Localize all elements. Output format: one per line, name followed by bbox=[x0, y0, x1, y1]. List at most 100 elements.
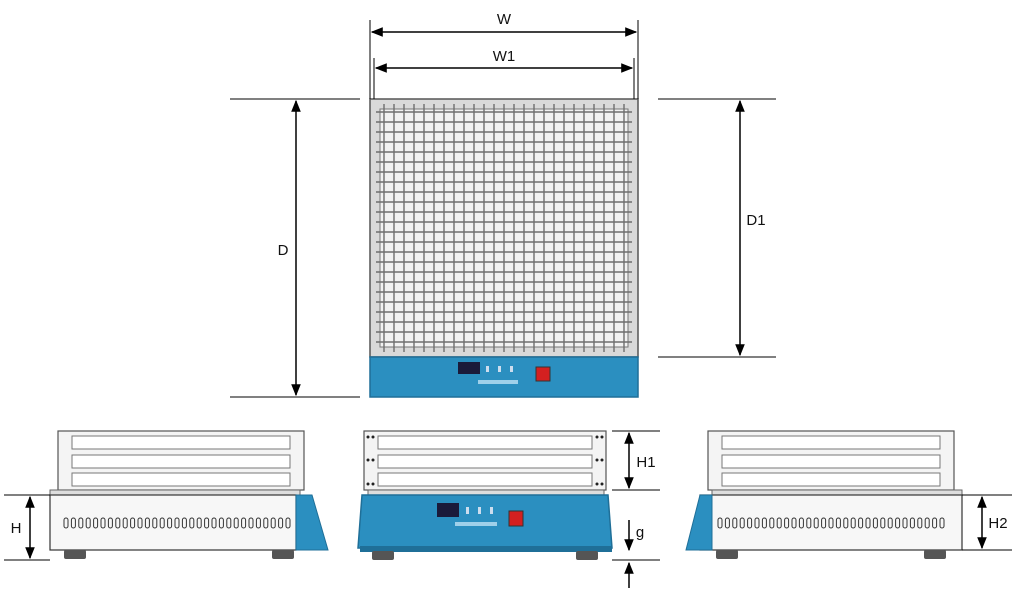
vent-slot bbox=[739, 517, 745, 529]
vent-slot bbox=[278, 517, 284, 529]
front-control-indicator bbox=[490, 507, 493, 514]
right-tray-slot bbox=[721, 454, 941, 469]
vent-slot bbox=[902, 517, 908, 529]
front-power-switch bbox=[508, 510, 524, 527]
front-control-indicator bbox=[478, 507, 481, 514]
g-label: g bbox=[636, 524, 644, 541]
vent-slot bbox=[226, 517, 232, 529]
vent-slot bbox=[144, 517, 150, 529]
vent-slot bbox=[189, 517, 195, 529]
left-base-end-panel bbox=[295, 494, 329, 551]
vent-slot bbox=[806, 517, 812, 529]
vent-slot bbox=[858, 517, 864, 529]
vent-slot bbox=[241, 517, 247, 529]
top-control-indicator bbox=[498, 366, 501, 372]
front-foot-right bbox=[576, 551, 598, 560]
top-control-strip bbox=[478, 380, 518, 384]
vent-slot bbox=[130, 517, 136, 529]
top-base bbox=[369, 356, 639, 398]
rack-screw bbox=[595, 458, 599, 462]
top-control-indicator bbox=[510, 366, 513, 372]
h-label: H bbox=[11, 520, 22, 537]
vent-slot bbox=[115, 517, 121, 529]
vent-slot bbox=[107, 517, 113, 529]
vent-slot bbox=[717, 517, 723, 529]
w-label: W bbox=[497, 11, 512, 28]
vent-slot bbox=[776, 517, 782, 529]
vent-slot bbox=[159, 517, 165, 529]
left-foot bbox=[272, 550, 294, 559]
vent-slot bbox=[181, 517, 187, 529]
h1-label: H1 bbox=[636, 454, 655, 471]
front-tray-slot bbox=[377, 454, 593, 469]
vent-slot bbox=[747, 517, 753, 529]
top-control-display bbox=[458, 362, 480, 374]
vent-slot bbox=[850, 517, 856, 529]
vent-slot bbox=[63, 517, 69, 529]
vent-slot bbox=[761, 517, 767, 529]
top-control-indicator bbox=[486, 366, 489, 372]
left-side-view bbox=[49, 430, 329, 559]
vent-slot bbox=[78, 517, 84, 529]
right-vent-row bbox=[717, 517, 945, 529]
top-tray-grid bbox=[376, 104, 632, 352]
right-side-view bbox=[685, 430, 963, 559]
vent-slot bbox=[204, 517, 210, 529]
right-base-body bbox=[699, 494, 963, 551]
front-base bbox=[357, 494, 613, 549]
vent-slot bbox=[174, 517, 180, 529]
vent-slot bbox=[93, 517, 99, 529]
vent-slot bbox=[939, 517, 945, 529]
d1-label: D1 bbox=[746, 212, 765, 229]
vent-slot bbox=[211, 517, 217, 529]
rack-screw bbox=[366, 482, 370, 486]
vent-slot bbox=[917, 517, 923, 529]
vent-slot bbox=[895, 517, 901, 529]
vent-slot bbox=[167, 517, 173, 529]
vent-slot bbox=[798, 517, 804, 529]
vent-slot bbox=[285, 517, 291, 529]
rack-screw bbox=[371, 482, 375, 486]
vent-slot bbox=[248, 517, 254, 529]
vent-slot bbox=[732, 517, 738, 529]
front-control-strip bbox=[455, 522, 497, 526]
vent-slot bbox=[909, 517, 915, 529]
vent-slot bbox=[924, 517, 930, 529]
vent-slot bbox=[100, 517, 106, 529]
rack-screw bbox=[371, 435, 375, 439]
rack-screw bbox=[366, 435, 370, 439]
front-tray-slot bbox=[377, 472, 593, 487]
vent-slot bbox=[85, 517, 91, 529]
vent-slot bbox=[784, 517, 790, 529]
w1-label: W1 bbox=[493, 48, 516, 65]
right-foot bbox=[716, 550, 738, 559]
front-view bbox=[357, 430, 613, 560]
vent-slot bbox=[137, 517, 143, 529]
left-tray-slot bbox=[71, 454, 291, 469]
vent-slot bbox=[270, 517, 276, 529]
front-control-indicator bbox=[466, 507, 469, 514]
rack-screw bbox=[595, 435, 599, 439]
vent-slot bbox=[255, 517, 261, 529]
vent-slot bbox=[791, 517, 797, 529]
rack-screw bbox=[595, 482, 599, 486]
vent-slot bbox=[880, 517, 886, 529]
rack-screw bbox=[600, 435, 604, 439]
rack-screw bbox=[366, 458, 370, 462]
h2-label: H2 bbox=[988, 515, 1007, 532]
left-tray-slot bbox=[71, 435, 291, 450]
vent-slot bbox=[835, 517, 841, 529]
front-base-bottom bbox=[360, 546, 612, 552]
d-label: D bbox=[278, 242, 289, 259]
left-tray-slot bbox=[71, 472, 291, 487]
right-foot bbox=[924, 550, 946, 559]
rack-screw bbox=[371, 458, 375, 462]
vent-slot bbox=[932, 517, 938, 529]
top-power-switch bbox=[535, 366, 551, 382]
vent-slot bbox=[865, 517, 871, 529]
vent-slot bbox=[263, 517, 269, 529]
front-control-display bbox=[437, 503, 459, 517]
vent-slot bbox=[233, 517, 239, 529]
right-base-end-panel bbox=[685, 494, 713, 551]
